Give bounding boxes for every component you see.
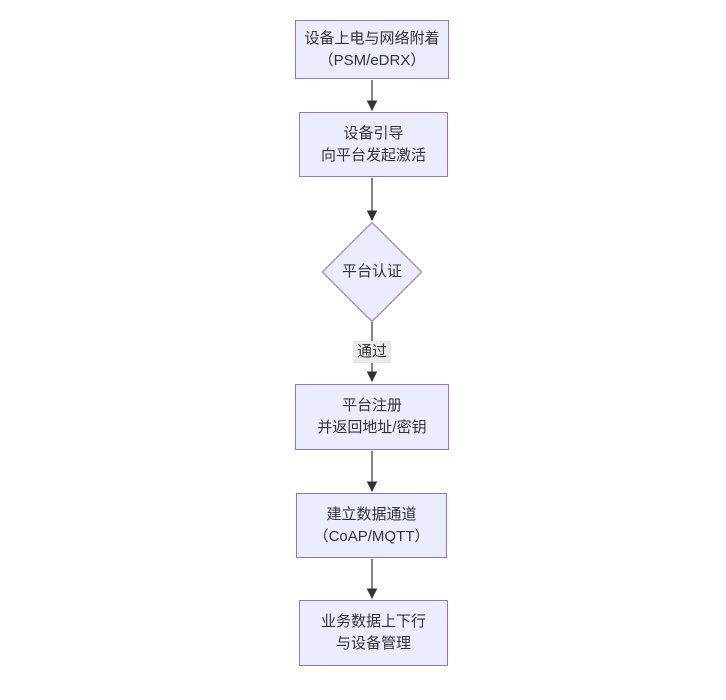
node-business-line2: 与设备管理 bbox=[335, 635, 411, 652]
node-business: 业务数据上下行 与设备管理 bbox=[299, 600, 448, 666]
node-register-line2: 并返回地址/密钥 bbox=[317, 419, 427, 436]
node-bootstrap-line1: 设备引导 bbox=[343, 124, 404, 142]
node-attach: 设备上电与网络附着 （PSM/eDRX） bbox=[295, 20, 449, 79]
node-register: 平台注册 并返回地址/密钥 bbox=[295, 384, 449, 450]
node-auth-label: 平台认证 bbox=[341, 263, 403, 280]
node-business-line1: 业务数据上下行 bbox=[320, 613, 426, 630]
node-channel: 建立数据通道 （CoAP/MQTT） bbox=[296, 493, 447, 558]
node-bootstrap-line2: 向平台发起激活 bbox=[320, 146, 426, 164]
node-channel-line1: 建立数据通道 bbox=[326, 505, 417, 523]
decision-node-auth-shape bbox=[321, 221, 423, 323]
node-attach-line2: （PSM/eDRX） bbox=[318, 51, 426, 69]
edge-label-pass: 通过 bbox=[352, 341, 392, 363]
node-bootstrap: 设备引导 向平台发起激活 bbox=[299, 112, 448, 177]
node-attach-line1: 设备上电与网络附着 bbox=[304, 29, 440, 47]
node-register-line1: 平台注册 bbox=[341, 397, 402, 414]
node-channel-line2: （CoAP/MQTT） bbox=[313, 527, 430, 545]
